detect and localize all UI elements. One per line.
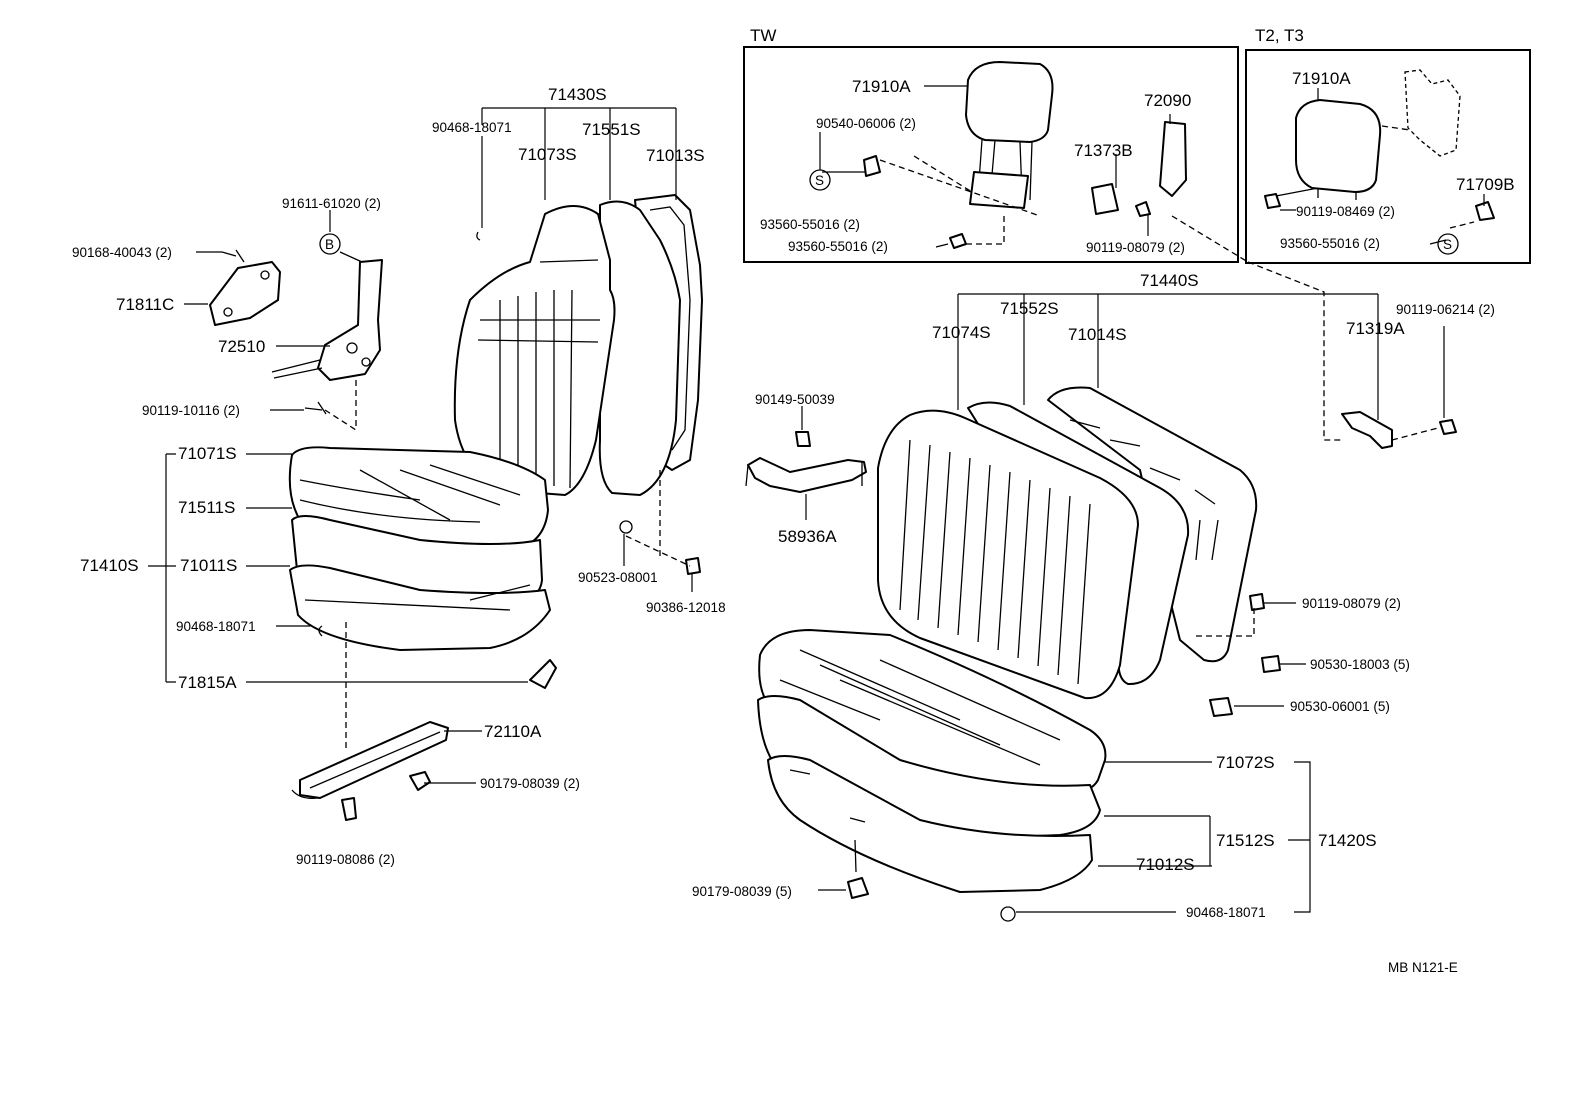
label-90119-10116: 90119-10116 (2) (142, 403, 240, 418)
label-s-marker-tw: S (815, 173, 824, 188)
label-71551S: 71551S (582, 120, 641, 139)
label-71430S: 71430S (548, 85, 607, 104)
seat-track-drawing (291, 721, 449, 821)
label-90119-08086: 90119-08086 (2) (296, 852, 395, 867)
t2t3-section-title: T2, T3 (1255, 26, 1304, 45)
label-93560-55016-a: 93560-55016 (2) (760, 217, 860, 232)
label-71512S: 71512S (1216, 831, 1275, 850)
s-marker-circle-tw (809, 169, 831, 191)
leader-lines (148, 85, 1485, 913)
label-71410S: 71410S (80, 556, 139, 575)
label-71420S: 71420S (1318, 831, 1377, 850)
label-90540-06006: 90540-06006 (2) (816, 116, 916, 131)
label-72510: 72510 (218, 337, 265, 356)
label-90119-06214: 90119-06214 (2) (1396, 302, 1495, 317)
front-seatback-drawing (453, 194, 703, 496)
tw-headrest-drawing (863, 61, 1187, 249)
t2t3-section: T2, T3 (1245, 26, 1531, 264)
label-90179-08039-a: 90179-08039 (2) (480, 776, 580, 791)
label-71072S: 71072S (1216, 753, 1275, 772)
label-71071S: 71071S (178, 444, 237, 463)
label-90530-06001: 90530-06001 (5) (1290, 699, 1390, 714)
label-72090: 72090 (1144, 91, 1191, 110)
label-71811C: 71811C (116, 295, 174, 314)
tw-section: TW (743, 26, 1239, 263)
diagram-code: MB N121-E (1388, 960, 1458, 975)
label-90468-18071-b: 90468-18071 (176, 619, 256, 634)
tw-box (743, 46, 1239, 263)
label-71073S: 71073S (518, 145, 577, 164)
label-72110A: 72110A (484, 722, 542, 741)
front-fasteners (476, 231, 701, 575)
label-90119-08079-a: 90119-08079 (2) (1086, 240, 1185, 255)
part-labels: 71430S 90468-18071 71551S 71073S 71013S … (72, 69, 1515, 975)
label-93560-55016-c: 93560-55016 (2) (1280, 236, 1380, 251)
label-90119-08079-b: 90119-08079 (2) (1302, 596, 1401, 611)
label-71319A: 71319A (1346, 319, 1405, 338)
label-71373B: 71373B (1074, 141, 1133, 160)
label-90530-18003: 90530-18003 (5) (1310, 657, 1410, 672)
label-91611-61020: 91611-61020 (2) (282, 196, 381, 211)
label-90468-18071-a: 90468-18071 (432, 120, 512, 135)
label-71074S: 71074S (932, 323, 991, 342)
label-90179-08039-b: 90179-08039 (5) (692, 884, 792, 899)
label-71511S: 71511S (178, 498, 235, 517)
label-93560-55016-b: 93560-55016 (2) (788, 239, 888, 254)
label-71012S: 71012S (1136, 855, 1195, 874)
tw-section-title: TW (750, 26, 776, 45)
t2t3-headrest-drawing (1264, 69, 1495, 221)
bench-cushion-drawing (757, 629, 1107, 922)
label-90149-50039: 90149-50039 (755, 392, 835, 407)
label-90386-12018: 90386-12018 (646, 600, 726, 615)
s-marker-circle-t2t3 (1437, 233, 1459, 255)
label-71013S: 71013S (646, 146, 705, 165)
label-90523-08001: 90523-08001 (578, 570, 658, 585)
label-71014S: 71014S (1068, 325, 1127, 344)
label-71910A-tw: 71910A (852, 77, 911, 96)
label-58936A: 58936A (778, 527, 837, 546)
label-90119-08469: 90119-08469 (2) (1296, 204, 1395, 219)
label-71910A-t2t3: 71910A (1292, 69, 1351, 88)
label-b-marker: B (325, 237, 334, 252)
label-s-marker-t2t3: S (1443, 237, 1452, 252)
rear-misc-drawings (745, 411, 1457, 717)
label-90168-40043: 90168-40043 (2) (72, 245, 172, 260)
label-71440S: 71440S (1140, 271, 1199, 290)
label-71709B: 71709B (1456, 175, 1515, 194)
label-90468-18071-c: 90468-18071 (1186, 905, 1266, 920)
label-71011S: 71011S (180, 556, 237, 575)
label-71552S: 71552S (1000, 299, 1059, 318)
front-bracket-drawings (209, 233, 383, 415)
front-cushion-drawing (288, 446, 557, 689)
label-71815A: 71815A (178, 673, 237, 692)
bench-back-drawing (877, 386, 1258, 700)
t2t3-box (1245, 49, 1531, 264)
